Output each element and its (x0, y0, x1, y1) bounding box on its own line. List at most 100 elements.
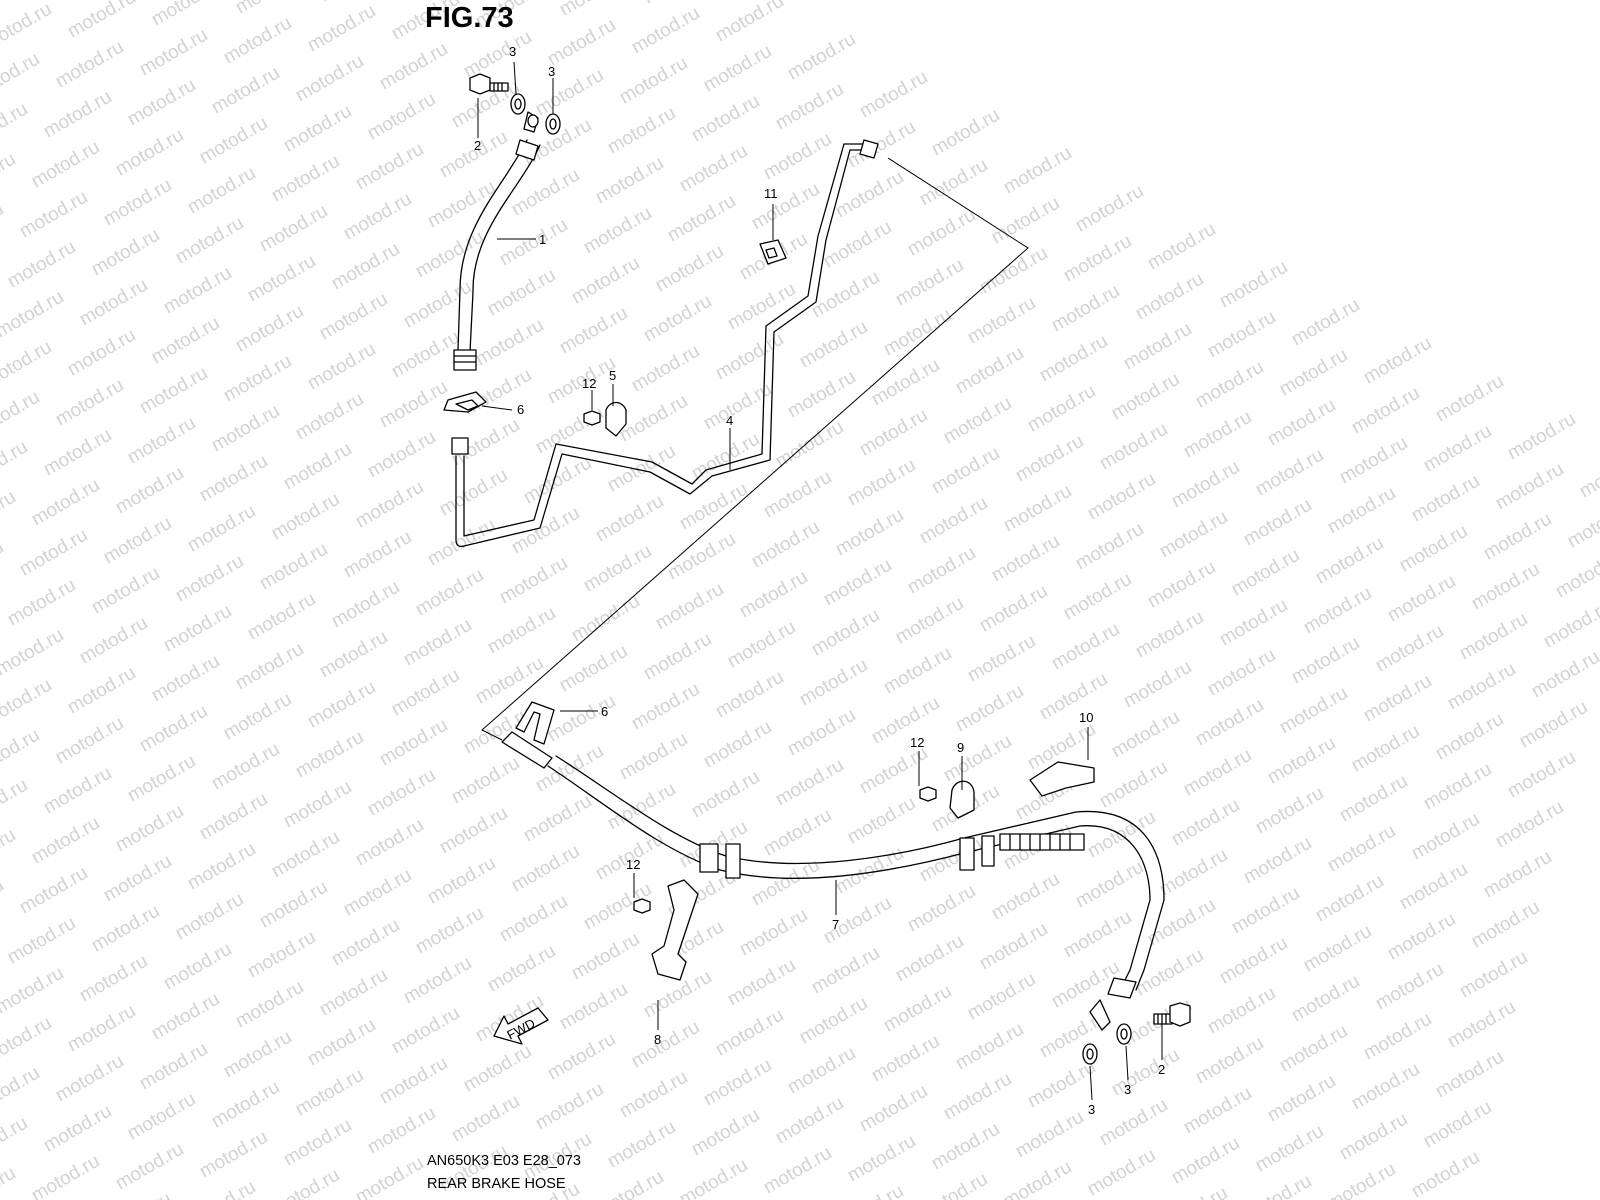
watermark-text: motod.ru (436, 127, 511, 183)
watermark-text: motod.ru (268, 827, 343, 883)
watermark-text: motod.ru (1264, 733, 1339, 789)
watermark-text: motod.ru (88, 563, 163, 619)
watermark-text: motod.ru (928, 105, 1003, 161)
watermark-text: motod.ru (304, 1015, 379, 1071)
watermark-text: motod.ru (1384, 571, 1459, 627)
watermark-text: motod.ru (940, 1069, 1015, 1125)
watermark-text: motod.ru (1072, 857, 1147, 913)
watermark-text: motod.ru (244, 589, 319, 645)
watermark-text: motod.ru (448, 1091, 523, 1147)
watermark-text: motod.ru (136, 1039, 211, 1095)
watermark-text: motod.ru (292, 389, 367, 445)
watermark-text: motod.ru (16, 187, 91, 243)
watermark-text: motod.ru (1060, 907, 1135, 963)
watermark-text: motod.ru (616, 729, 691, 785)
watermark-text: motod.ru (616, 1067, 691, 1123)
watermark-text: motod.ru (0, 437, 31, 493)
watermark-text: motod.ru (1084, 469, 1159, 525)
watermark-text: motod.ru (1192, 357, 1267, 413)
watermark-text: motod.ru (28, 137, 103, 193)
watermark-text: motod.ru (1288, 633, 1363, 689)
watermark-text: motod.ru (592, 153, 667, 209)
callout-labels: 3 3 2 1 11 12 5 6 4 6 12 9 10 12 7 8 2 3… (474, 44, 1165, 1117)
watermark-text: motod.ru (136, 25, 211, 81)
watermark-text: motod.ru (688, 91, 763, 147)
brake-pipe (451, 139, 879, 548)
watermark-text: motod.ru (760, 129, 835, 185)
watermark-text: motod.ru (1420, 1097, 1495, 1153)
watermark-text: motod.ru (1144, 557, 1219, 613)
watermark-text: motod.ru (280, 777, 355, 833)
watermark-text: motod.ru (1240, 1171, 1315, 1200)
watermark-text: motod.ru (712, 1005, 787, 1061)
watermark-text: motod.ru (340, 527, 415, 583)
watermark-text: motod.ru (964, 631, 1039, 687)
watermark-text: motod.ru (616, 391, 691, 447)
callout-3: 3 (509, 44, 516, 59)
watermark-text: motod.ru (976, 581, 1051, 637)
watermark-text: motod.ru (376, 39, 451, 95)
watermark-text: motod.ru (64, 0, 139, 42)
watermark-text: motod.ru (448, 753, 523, 809)
watermark-text: motod.ru (124, 1089, 199, 1145)
watermark-text: motod.ru (1180, 745, 1255, 801)
watermark-text: motod.ru (712, 667, 787, 723)
callout-12: 12 (910, 735, 924, 750)
watermark-text: motod.ru (700, 1055, 775, 1111)
watermark-text: motod.ru (1216, 595, 1291, 651)
watermark-text: motod.ru (532, 741, 607, 797)
watermark-text: motod.ru (712, 0, 787, 46)
watermark-text: motod.ru (184, 1177, 259, 1200)
watermark-text: motod.ru (820, 555, 895, 611)
watermark-text: motod.ru (40, 87, 115, 143)
watermark-text: motod.ru (472, 315, 547, 371)
watermark-text: motod.ru (916, 155, 991, 211)
watermark-text: motod.ru (1444, 659, 1519, 715)
watermark-text: motod.ru (1204, 983, 1279, 1039)
watermark-text: motod.ru (1492, 459, 1567, 515)
watermark-text: motod.ru (1228, 883, 1303, 939)
watermark-text: motod.ru (340, 865, 415, 921)
watermark-text: motod.ru (1408, 471, 1483, 527)
watermark-text: motod.ru (556, 303, 631, 359)
watermark-text: motod.ru (856, 67, 931, 123)
watermark-text: motod.ru (1456, 947, 1531, 1003)
watermark-text: motod.ru (496, 215, 571, 271)
watermark-text: motod.ru (760, 805, 835, 861)
reference-outline (481, 157, 1029, 741)
watermark-text: motod.ru (568, 253, 643, 309)
watermark-text: motod.ru (0, 1163, 19, 1200)
watermark-text: motod.ru (364, 89, 439, 145)
watermark-text: motod.ru (1312, 871, 1387, 927)
watermark-text: motod.ru (124, 75, 199, 131)
watermark-text: motod.ru (1000, 143, 1075, 199)
watermark-text: motod.ru (1444, 997, 1519, 1053)
watermark-text: motod.ru (784, 29, 859, 85)
caption-name: REAR BRAKE HOSE (427, 1176, 566, 1192)
watermark-text: motod.ru (256, 877, 331, 933)
watermark-text: motod.ru (700, 41, 775, 97)
watermark-text: motod.ru (1204, 645, 1279, 701)
watermark-text: motod.ru (496, 891, 571, 947)
watermark-text: motod.ru (904, 543, 979, 599)
watermark-text: motod.ru (16, 863, 91, 919)
watermark-text: motod.ru (196, 451, 271, 507)
watermark-text: motod.ru (1036, 331, 1111, 387)
watermark-text: motod.ru (652, 241, 727, 297)
watermark-text: motod.ru (436, 803, 511, 859)
watermark-text: motod.ru (832, 505, 907, 561)
watermark-text: motod.ru (388, 327, 463, 383)
watermark-text: motod.ru (76, 275, 151, 331)
watermark-text: motod.ru (280, 1115, 355, 1171)
watermark-text: motod.ru (1144, 219, 1219, 275)
watermark-text: motod.ru (952, 1019, 1027, 1075)
watermark-text: motod.ru (1132, 607, 1207, 663)
watermark-text: motod.ru (0, 0, 55, 54)
watermark-text: motod.ru (0, 287, 67, 343)
watermark-text: motod.ru (316, 627, 391, 683)
watermark-text: motod.ru (700, 717, 775, 773)
watermark-text: motod.ru (100, 175, 175, 231)
watermark-text: motod.ru (928, 443, 1003, 499)
watermark-text: motod.ru (472, 653, 547, 709)
watermark-text: motod.ru (592, 1167, 667, 1200)
